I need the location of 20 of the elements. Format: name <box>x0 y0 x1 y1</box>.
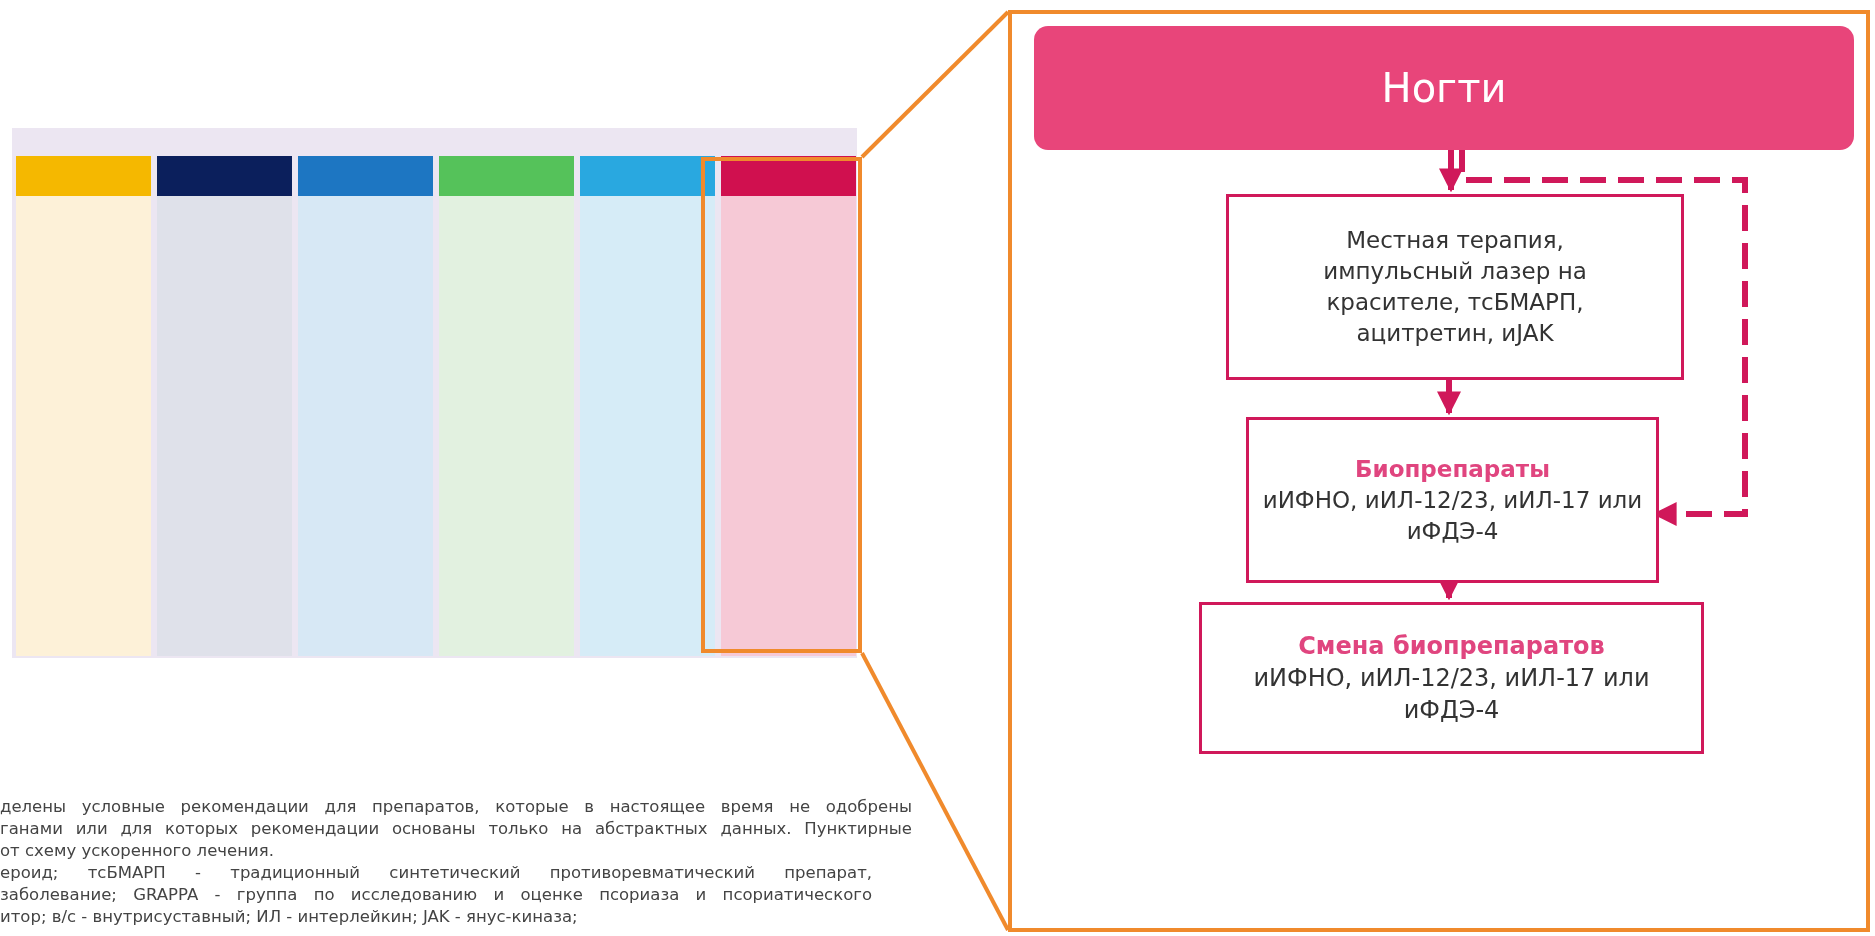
leader-line <box>860 10 1010 159</box>
header-band <box>1034 26 1854 150</box>
footnote-text: ероид; тсБМАРП - традиционный синтетический противоревматический препарат, <box>0 862 872 883</box>
process-box <box>1199 602 1704 754</box>
footnote-text: заболевание; GRAPPA - группа по исследованию и оценке псориаза и псориатического <box>0 884 872 905</box>
process-box <box>1246 417 1659 583</box>
node-heading: Смена биопрепаратов <box>1297 631 1606 662</box>
node-heading: Биопрепараты <box>1354 454 1551 484</box>
leader-line <box>860 652 1010 931</box>
highlight-frame <box>701 157 862 653</box>
node-text: иИФНО, иИЛ-12/23, иИЛ-17 или иФДЭ-4 <box>1261 485 1644 546</box>
footnote-text: делены условные рекомендации для препаратов, которые в настоящее время не одобрены <box>0 796 912 817</box>
zoom-frame <box>1008 10 1870 932</box>
node-text: Местная терапия, импульсный лазер на красителе, тсБМАРП, ацитретин, иJAK <box>1322 226 1588 348</box>
node-title: Ногти <box>1381 65 1507 111</box>
footnote-text: от схему ускоренного лечения. <box>0 840 274 861</box>
footnote-text: итор; в/с - внутрисуставный; ИЛ - интерлейкин; JAK - янус-киназа; <box>0 906 578 927</box>
footnote-text: ганами или для которых рекомендации основаны только на абстрактных данных. Пунктирные <box>0 818 912 839</box>
node-text: иИФНО, иИЛ-12/23, иИЛ-17 или иФДЭ-4 <box>1252 663 1651 726</box>
process-box <box>1226 194 1684 380</box>
